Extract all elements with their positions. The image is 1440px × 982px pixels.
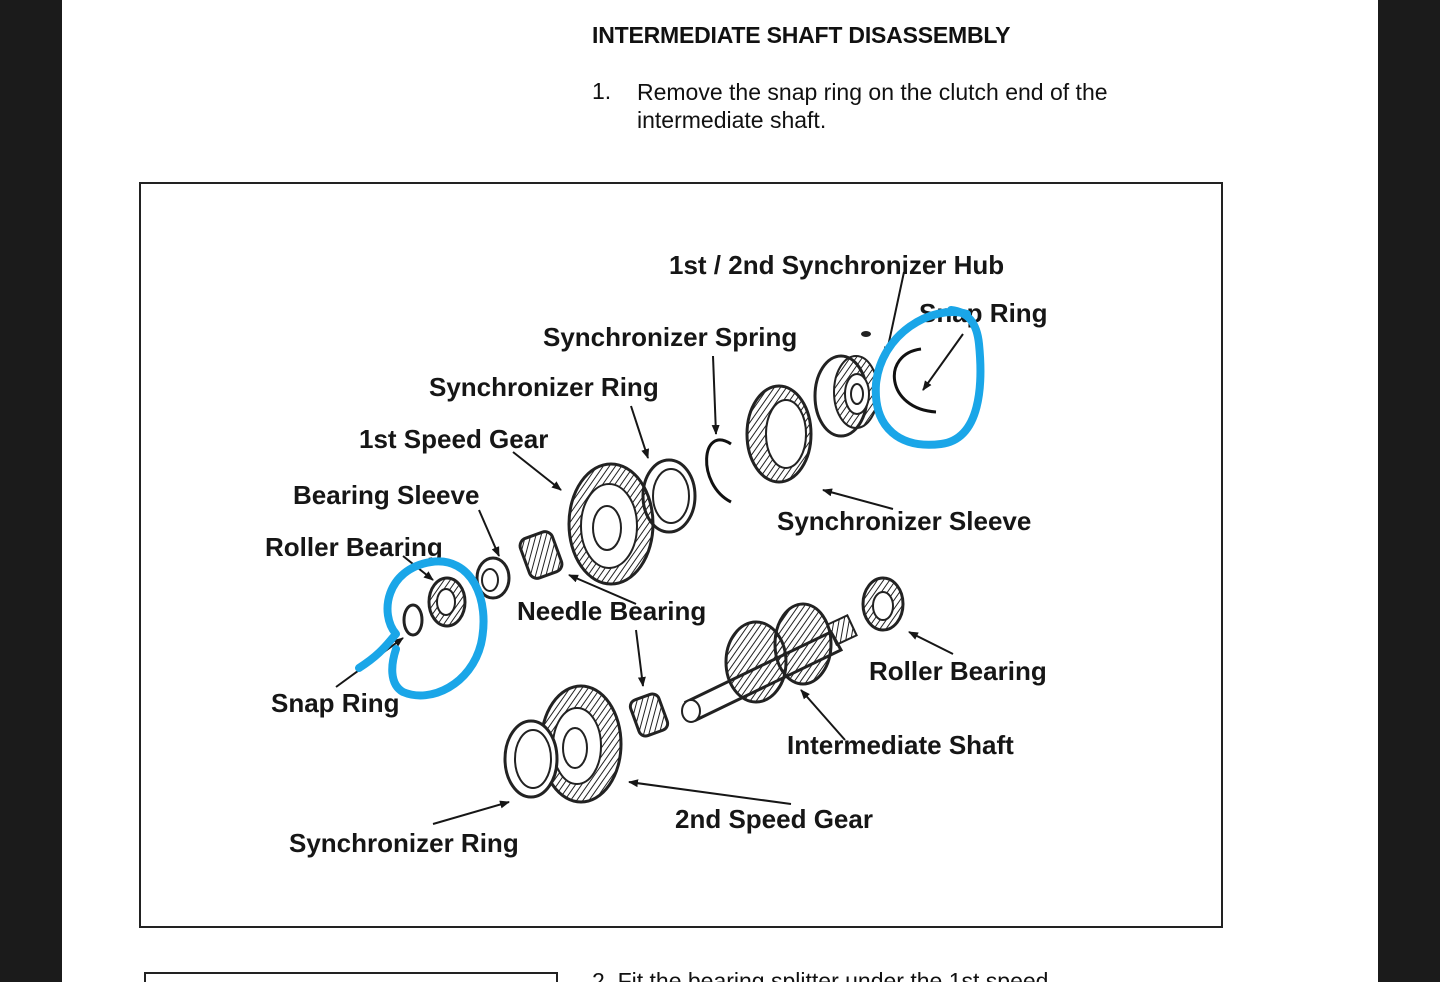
synchronizer-hub [813, 331, 879, 438]
needle-bearing-lower [628, 692, 670, 738]
intermediate-shaft [681, 602, 858, 723]
annotation-circle-left [355, 557, 488, 700]
step-text: Remove the snap ring on the clutch end o… [637, 79, 1108, 133]
next-figure-box [144, 972, 558, 982]
label-needle-bearing: Needle Bearing [517, 596, 706, 626]
second-speed-gear [539, 684, 623, 804]
label-roller-bearing-right: Roller Bearing [869, 656, 1047, 686]
hand-annotations [355, 306, 985, 700]
step-2-partial-text: 2. Fit the bearing splitter under the 1s… [592, 968, 1049, 982]
snap-ring-left [402, 603, 424, 637]
synchronizer-ring-bottom [503, 719, 559, 799]
label-first-speed-gear: 1st Speed Gear [359, 424, 548, 454]
snap-ring-top [892, 347, 937, 414]
exploded-diagram: 1st / 2nd Synchronizer Hub Snap Ring Syn… [265, 250, 1048, 858]
annotation-circle-top [871, 306, 985, 449]
label-synchronizer-hub: 1st / 2nd Synchronizer Hub [669, 250, 1004, 280]
synchronizer-spring [705, 438, 732, 504]
synchronizer-ring-top [641, 458, 697, 534]
label-synchronizer-spring: Synchronizer Spring [543, 322, 797, 352]
label-synchronizer-ring-top: Synchronizer Ring [429, 372, 659, 402]
needle-bearing-top [518, 530, 564, 580]
roller-bearing-right [861, 576, 905, 632]
first-speed-gear [567, 462, 655, 586]
document-page: INTERMEDIATE SHAFT DISASSEMBLY 1. Remove… [62, 0, 1378, 982]
section-heading: INTERMEDIATE SHAFT DISASSEMBLY [592, 22, 1011, 48]
label-roller-bearing-left: Roller Bearing [265, 532, 443, 562]
step-number: 1. [592, 78, 612, 104]
synchronizer-sleeve [745, 384, 813, 484]
leader-lines [335, 271, 964, 825]
roller-bearing-left [427, 576, 467, 628]
bearing-sleeve [475, 556, 511, 600]
label-intermediate-shaft: Intermediate Shaft [787, 730, 1014, 760]
label-snap-ring-left: Snap Ring [271, 688, 400, 718]
label-synchronizer-ring-bottom: Synchronizer Ring [289, 828, 519, 858]
label-synchronizer-sleeve: Synchronizer Sleeve [777, 506, 1031, 536]
exploded-diagram-figure: 1st / 2nd Synchronizer Hub Snap Ring Syn… [139, 182, 1223, 928]
label-bearing-sleeve: Bearing Sleeve [293, 480, 479, 510]
label-second-speed-gear: 2nd Speed Gear [675, 804, 873, 834]
